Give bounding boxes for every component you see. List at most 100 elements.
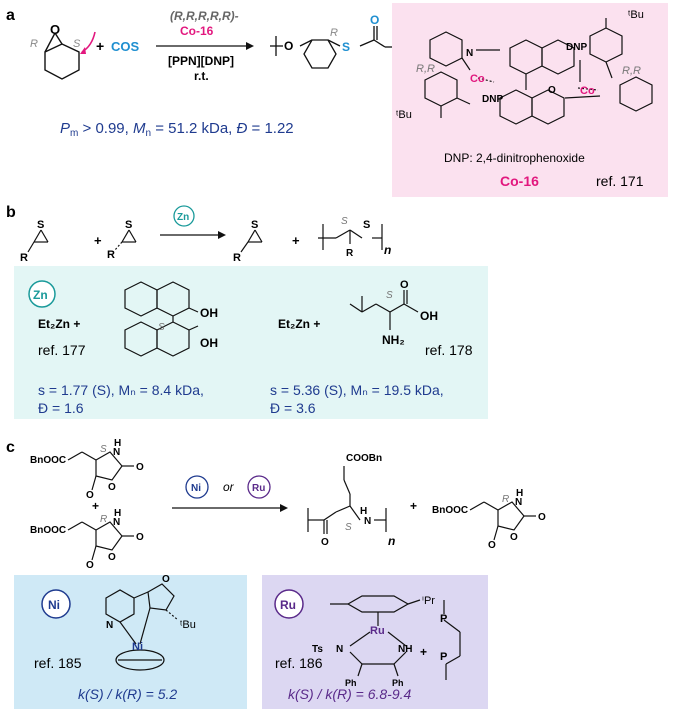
ref-185: ref. 185 (34, 655, 82, 671)
k-ratio-185: k(S) / k(R) = 5.2 (78, 686, 177, 702)
cyclohexene-oxide (44, 32, 80, 80)
thiirane-2-R: R (107, 249, 115, 261)
nca3-H: H (516, 488, 523, 499)
ru-complex-Ph-right: Ph (392, 678, 404, 688)
ref-178: ref. 178 (425, 342, 473, 358)
nca3-bnooc: BnOOC (432, 505, 468, 516)
ru-complex-NH: NH (398, 644, 412, 655)
ni-box-badge (41, 589, 71, 619)
ref-186: ref. 186 (275, 655, 323, 671)
thiirane-2 (114, 229, 137, 251)
zn-box-label: Zn (33, 288, 48, 302)
plus-a: + (96, 38, 104, 54)
nca1-O-ring: O (108, 482, 116, 493)
result-177-line1: s = 1.77 (S), Mₙ = 8.4 kDa, (38, 382, 204, 398)
zn-box-badge (28, 280, 56, 308)
nca2-structure (67, 521, 134, 561)
ni-box-label: Ni (48, 598, 60, 612)
ru-complex-Ph-left: Ph (345, 678, 357, 688)
thiirane-1 (27, 229, 49, 253)
nca2-O-left: O (86, 560, 94, 571)
binol-structure (124, 281, 199, 357)
nca1-O-carbonyl: O (136, 462, 144, 473)
nca2-N: N (113, 517, 120, 528)
polypeptide-N: N (364, 516, 371, 527)
or-label: or (223, 480, 235, 494)
plus-c1: + (92, 499, 99, 513)
panel-b-letter: b (6, 204, 16, 221)
result-178-line1: s = 5.36 (S), Mₙ = 19.5 kDa, (270, 382, 444, 398)
nca1-H: H (114, 438, 121, 449)
co16-RR-right: R,R (622, 65, 641, 77)
thiirane-1-R: R (20, 252, 28, 264)
nca2-bnooc: BnOOC (30, 525, 66, 536)
polythioether-S: S (363, 219, 370, 231)
panel-b: b S R + S R Zn S (6, 204, 488, 419)
co16-label: Co-16 (500, 173, 539, 189)
co16-tBu-top: ᵗBu (628, 9, 644, 21)
ni-complex-center: Ni (132, 641, 143, 653)
ru-box-label: Ru (280, 598, 296, 612)
leucine-S: S (386, 290, 393, 301)
leucine-NH2: NH₂ (382, 333, 405, 347)
ru-complex-N: N (336, 644, 343, 655)
binol-OH-2: OH (200, 336, 218, 350)
polypeptide-S: S (345, 522, 352, 533)
product-carbonyl-O: O (370, 13, 379, 27)
epoxide-O: O (50, 22, 60, 37)
co16-DNP-left: DNP (482, 94, 503, 105)
ref-177: ref. 177 (38, 342, 86, 358)
catalyst-config: (R,R,R,R,R)- (170, 9, 239, 23)
panel-a-letter: a (6, 7, 15, 24)
nca2-O-carbonyl: O (136, 532, 144, 543)
binol-OH-1: OH (200, 306, 218, 320)
zn-badge-label: Zn (177, 212, 189, 223)
nca1-O-left: O (86, 490, 94, 501)
panel-c: c BnOOC S H N O O O + BnOOC R H N O O (6, 438, 546, 709)
ni-badge (185, 475, 209, 499)
plus-b2: + (292, 233, 300, 248)
nca3-R: R (502, 494, 509, 505)
ru-badge-label: Ru (252, 483, 265, 494)
result-D-rest: = 1.22 (247, 120, 293, 137)
co16-DNP-right: DNP (566, 42, 587, 53)
nca2-O-ring: O (108, 552, 116, 563)
nca3-structure (469, 501, 536, 541)
co16-structure (424, 18, 653, 125)
et2zn-178: Et₂Zn + (278, 317, 320, 331)
leucine-O: O (400, 279, 409, 291)
product-O: O (284, 39, 293, 53)
result-Mn-rest: = 51.2 kDa, (151, 120, 236, 137)
result-177-line2: Đ = 1.6 (38, 400, 84, 416)
ni-complex-tBu: ᵗBu (180, 619, 196, 631)
ru-badge (247, 475, 271, 499)
zn-badge (173, 205, 195, 227)
polythioether (318, 224, 383, 250)
product-S: S (342, 40, 350, 54)
product-polymer-a (270, 26, 395, 69)
ni-complex (105, 583, 179, 671)
result-Pm: P (60, 120, 70, 137)
thiirane-product-R: R (233, 252, 241, 264)
k-ratio-186: k(S) / k(R) = 6.8-9.4 (288, 686, 412, 702)
ru-P-top: P (440, 613, 447, 625)
result-Mn-sub: n (145, 128, 151, 139)
co16-panel (392, 3, 668, 197)
co16-O-mid: O (548, 85, 556, 96)
ni-complex-O: O (162, 574, 170, 585)
ni-badge-label: Ni (191, 483, 201, 494)
nca3-O-carbonyl: O (538, 512, 546, 523)
thiirane-1-S: S (37, 219, 44, 231)
thiirane-product (240, 229, 263, 253)
ru-complex-Ts: Ts (312, 644, 323, 655)
leucine-OH: OH (420, 309, 438, 323)
cocatalyst: [PPN][DNP] (168, 54, 234, 68)
panel-c-letter: c (6, 439, 15, 456)
nca2-R: R (100, 514, 107, 525)
thiirane-2-S: S (125, 219, 132, 231)
result-D: Đ (237, 120, 248, 137)
thiirane-product-S: S (251, 219, 258, 231)
dnp-definition: DNP: 2,4-dinitrophenoxide (444, 151, 585, 165)
polythioether-S-stereo: S (341, 216, 348, 227)
